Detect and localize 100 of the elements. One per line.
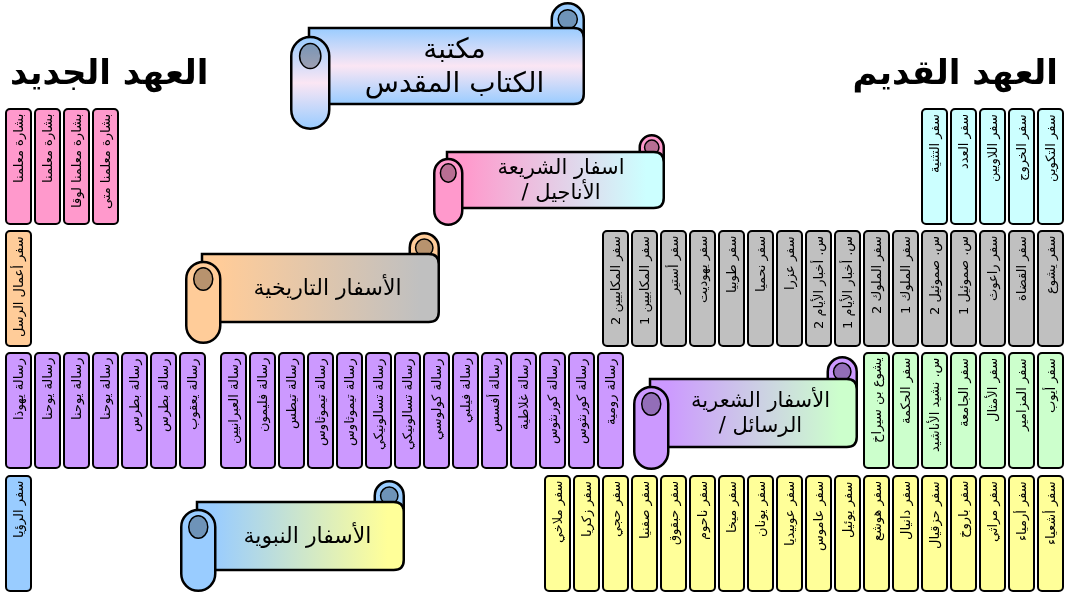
- book-title: رسالة تيطس: [283, 358, 300, 429]
- book-title: رسالة يعقوب: [184, 358, 201, 430]
- book-title: رسالة يوحنا: [97, 357, 114, 420]
- book-spine: [573, 475, 600, 592]
- book-spine: [34, 352, 61, 469]
- book-title: سفر يوئيل: [839, 481, 856, 538]
- book-spine: [660, 230, 687, 347]
- book-title: رسالة يوحنا: [39, 357, 56, 420]
- scroll-label: الأسفار التاريخية: [253, 274, 402, 302]
- book-title: سفر التكوين: [1042, 114, 1059, 182]
- book-title: س. أخبار الأيام 1: [839, 235, 856, 329]
- book-spine: [34, 108, 61, 225]
- book-title: سفر عوبيديا: [781, 480, 798, 546]
- book-title: سفر دانيال: [897, 480, 914, 540]
- book-spine: [539, 352, 566, 469]
- scroll-banner: [180, 480, 405, 592]
- book-spine: [544, 475, 571, 592]
- scroll-label: اسفار الشريعة / الأناجيل: [497, 154, 625, 206]
- book-spine: [950, 230, 977, 347]
- book-title: سفر المكابيين 2: [607, 236, 624, 325]
- scroll-banner: [290, 2, 585, 130]
- book-spine: [150, 352, 177, 469]
- book-title: سفر أستير: [665, 235, 682, 294]
- book-title: سفر حزقيال: [926, 481, 943, 549]
- book-title: رسالة كورنثوس: [544, 358, 561, 444]
- book-spine: [863, 352, 890, 469]
- book-spine: [631, 230, 658, 347]
- book-spine: [892, 475, 919, 592]
- book-spine: [5, 475, 32, 592]
- book-title: سفر عزرا: [781, 236, 798, 290]
- book-title: سفر مراثي: [984, 481, 1001, 542]
- book-spine: [1008, 108, 1035, 225]
- book-title: سفر حبقوق: [665, 480, 682, 545]
- book-spine: [979, 108, 1006, 225]
- book-spine: [689, 230, 716, 347]
- book-spine: [394, 352, 421, 469]
- book-spine: [63, 108, 90, 225]
- book-title: بشارة معلمنا: [10, 113, 27, 183]
- book-title: سفر عاموس: [810, 480, 827, 551]
- book-title: سفر زكريا: [578, 481, 595, 537]
- book-spine: [365, 352, 392, 469]
- book-spine: [307, 352, 334, 469]
- book-title: رسالة تيموثاوس: [341, 358, 358, 446]
- book-title: سفر المزامير: [1013, 358, 1030, 431]
- book-spine: [1037, 352, 1064, 469]
- book-title: سفر أشعياء: [1042, 481, 1059, 545]
- book-title: س. صموئيل 1: [955, 235, 972, 315]
- section-heading: العهد القديم: [852, 54, 1058, 92]
- book-spine: [979, 230, 1006, 347]
- scroll-label: الأسفار النبوية: [243, 522, 372, 550]
- book-spine: [718, 230, 745, 347]
- book-spine: [863, 475, 890, 592]
- book-title: سفر راعوث: [984, 235, 1001, 301]
- book-title: س. نشيد الأناشيد: [926, 357, 943, 452]
- book-title: رسالة تيموثاوس: [312, 358, 329, 446]
- book-spine: [1037, 230, 1064, 347]
- book-spine: [805, 230, 832, 347]
- book-spine: [1008, 475, 1035, 592]
- book-title: رسالة يهوذا: [10, 358, 27, 420]
- book-title: رسالة تسالونيكي: [399, 358, 416, 450]
- book-spine: [660, 475, 687, 592]
- book-spine: [892, 352, 919, 469]
- book-title: سفر الملوك 1: [897, 236, 914, 314]
- book-title: سفر العدد: [955, 113, 972, 169]
- book-title: سفر يشوع: [1042, 235, 1059, 294]
- book-spine: [863, 230, 890, 347]
- book-spine: [631, 475, 658, 592]
- book-spine: [602, 230, 629, 347]
- book-spine: [452, 352, 479, 469]
- book-title: سفر هوشع: [868, 480, 885, 541]
- scroll-banner: [433, 134, 665, 226]
- book-spine: [5, 108, 32, 225]
- book-spine: [776, 230, 803, 347]
- book-title: سفر ملاخي: [549, 480, 566, 543]
- book-title: سفر أعمال الرسل: [10, 236, 27, 337]
- book-spine: [950, 475, 977, 592]
- book-title: يشوع بن سيراخ: [868, 357, 885, 443]
- book-title: رسالة بطرس: [126, 358, 143, 432]
- book-spine: [892, 230, 919, 347]
- book-spine: [63, 352, 90, 469]
- book-title: سفر الحكمة: [897, 357, 914, 424]
- book-title: رسالة كولوسي: [428, 358, 445, 440]
- book-spine: [718, 475, 745, 592]
- book-title: سفر الرؤيا: [10, 480, 27, 538]
- book-title: بشارة معلمنا لوقا: [68, 113, 85, 208]
- book-spine: [979, 352, 1006, 469]
- book-spine: [92, 352, 119, 469]
- scroll-banner: [185, 232, 440, 344]
- book-title: س. أخبار الأيام 2: [810, 235, 827, 329]
- book-spine: [336, 352, 363, 469]
- book-spine: [220, 352, 247, 469]
- book-spine: [92, 108, 119, 225]
- scroll-title: مكتبة الكتاب المقدس: [364, 32, 545, 100]
- book-spine: [568, 352, 595, 469]
- book-title: سفر اللاويين: [984, 114, 1001, 182]
- book-title: رسالة فليمون: [254, 357, 271, 432]
- book-spine: [278, 352, 305, 469]
- section-heading: العهد الجديد: [10, 54, 209, 92]
- book-title: سفر القضاة: [1013, 236, 1030, 301]
- book-spine: [249, 352, 276, 469]
